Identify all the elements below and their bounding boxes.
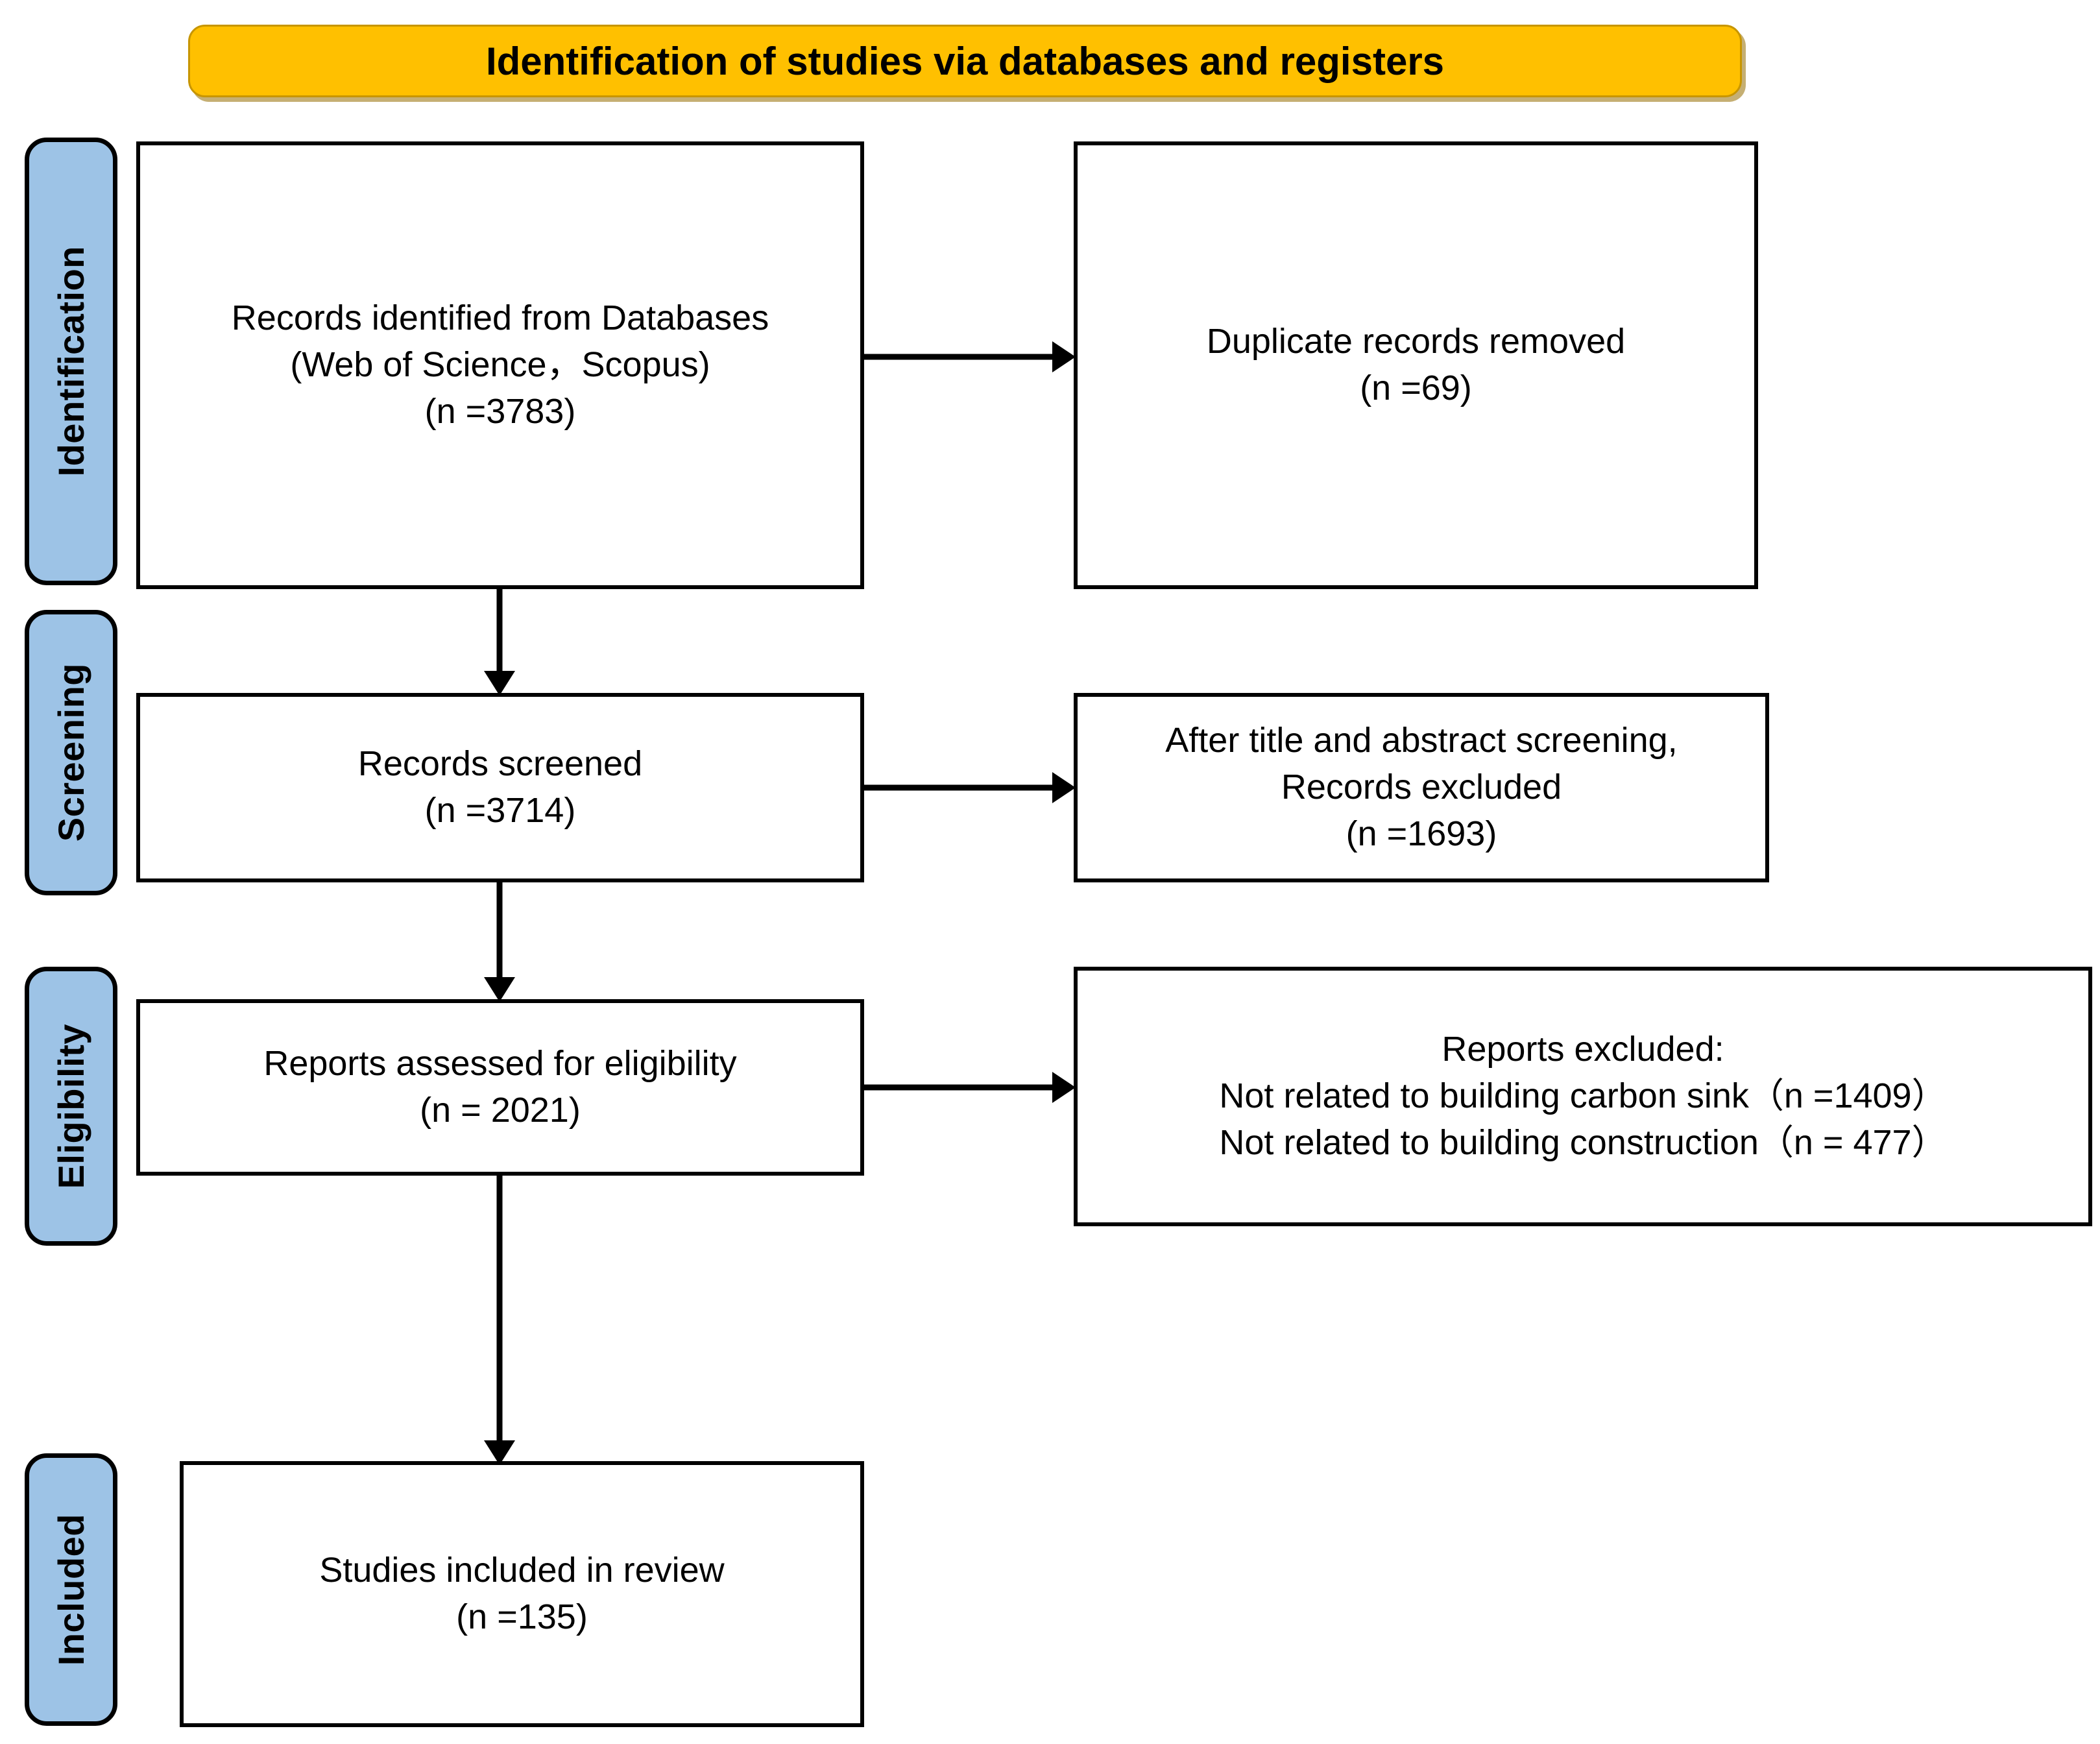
box-records-screened-text: Records screened (n =3714)	[357, 744, 643, 830]
stage-label-eligibility: Eligibility	[25, 967, 117, 1246]
page-title: Identification of studies via databases …	[485, 39, 1445, 83]
diagram-header-banner: Identification of studies via databases …	[188, 25, 1742, 97]
box-reports-assessed-text: Reports assessed for eligibility (n = 20…	[263, 1044, 737, 1130]
stage-label-identification: Identification	[25, 138, 117, 585]
arrow-identified-to-duplicates	[864, 337, 1078, 376]
stage-label-included: Included	[25, 1453, 117, 1726]
box-records-excluded-text: After title and abstract screening, Reco…	[1165, 721, 1678, 853]
stage-label-identification-text: Identification	[51, 246, 91, 477]
box-duplicate-records-removed-text: Duplicate records removed (n =69)	[1206, 322, 1626, 407]
box-studies-included-text: Studies included in review (n =135)	[319, 1551, 725, 1636]
box-records-identified: Records identified from Databases (Web o…	[136, 141, 864, 589]
stage-label-screening: Screening	[25, 610, 117, 895]
stage-label-eligibility-text: Eligibility	[51, 1023, 91, 1189]
stage-label-screening-text: Screening	[51, 663, 91, 842]
box-studies-included: Studies included in review (n =135)	[180, 1461, 864, 1727]
box-records-excluded: After title and abstract screening, Reco…	[1074, 693, 1769, 882]
box-duplicate-records-removed: Duplicate records removed (n =69)	[1074, 141, 1758, 589]
arrow-assessed-to-reports-excluded	[864, 1068, 1078, 1107]
box-reports-excluded-text: Reports excluded: Not related to buildin…	[1219, 1030, 1947, 1162]
box-reports-excluded: Reports excluded: Not related to buildin…	[1074, 967, 2092, 1226]
arrow-screened-to-excluded	[864, 768, 1078, 807]
stage-label-included-text: Included	[51, 1513, 91, 1666]
box-records-screened: Records screened (n =3714)	[136, 693, 864, 882]
box-records-identified-text: Records identified from Databases (Web o…	[231, 298, 769, 431]
arrow-assessed-to-included	[480, 1176, 519, 1468]
arrow-screened-to-assessed	[480, 882, 519, 1004]
arrow-identified-to-screened	[480, 589, 519, 698]
box-reports-assessed: Reports assessed for eligibility (n = 20…	[136, 999, 864, 1176]
